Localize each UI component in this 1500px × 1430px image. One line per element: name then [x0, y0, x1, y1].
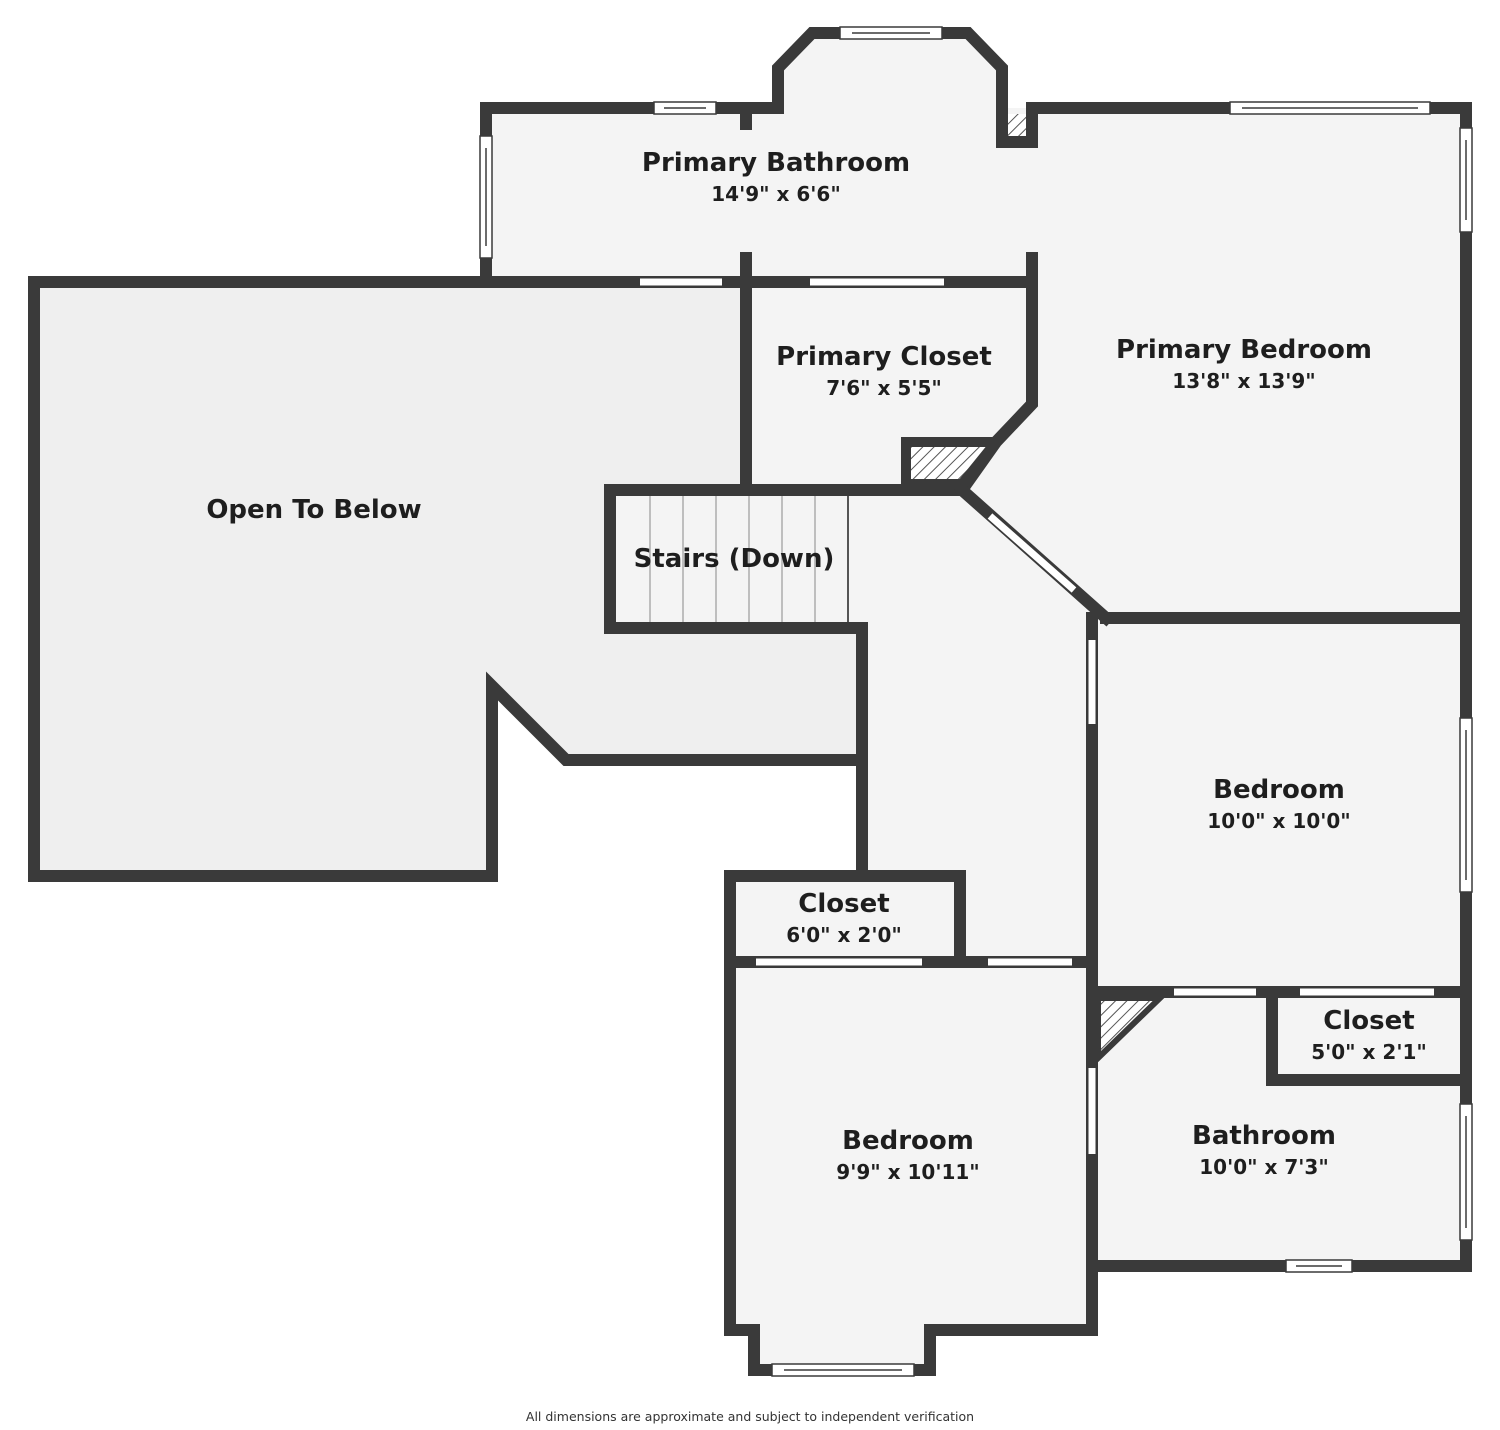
primary-bathroom-dims: 14'9" x 6'6": [711, 182, 841, 206]
bedroom-2-dims: 9'9" x 10'11": [836, 1160, 979, 1184]
primary-bedroom-name: Primary Bedroom: [1116, 335, 1372, 365]
closet-1-name: Closet: [798, 889, 889, 919]
primary-bathroom-name: Primary Bathroom: [642, 148, 910, 178]
closet-2-dims: 5'0" x 2'1": [1311, 1040, 1427, 1064]
open-to-below-name: Open To Below: [206, 495, 421, 525]
closet-1-dims: 6'0" x 2'0": [786, 923, 902, 947]
bathroom-floor: [1092, 992, 1466, 1266]
stairs-name: Stairs (Down): [634, 544, 835, 574]
bedroom-1-dims: 10'0" x 10'0": [1207, 809, 1350, 833]
hallway-floor: [852, 490, 1106, 962]
closet-1-floor: [730, 876, 960, 962]
bathroom-dims: 10'0" x 7'3": [1199, 1155, 1329, 1179]
bedroom-1-floor: [1092, 618, 1466, 992]
floors: [34, 33, 1466, 1370]
bedroom-1-name: Bedroom: [1213, 775, 1345, 805]
windows: [479, 26, 1473, 1377]
bedroom-2-name: Bedroom: [842, 1126, 974, 1156]
primary-bedroom-dims: 13'8" x 13'9": [1172, 369, 1315, 393]
closet-2-name: Closet: [1323, 1006, 1414, 1036]
open-to-below-floor: [34, 282, 862, 876]
bedroom-2-floor: [730, 962, 1092, 1370]
bathroom-name: Bathroom: [1192, 1121, 1336, 1151]
disclaimer-text: All dimensions are approximate and subje…: [526, 1409, 974, 1424]
stair-treads: [649, 496, 849, 622]
door-openings: [640, 278, 1434, 1154]
primary-closet-name: Primary Closet: [776, 342, 992, 372]
primary-closet-dims: 7'6" x 5'5": [826, 376, 942, 400]
hatched-blocks: [901, 114, 1168, 1066]
room-labels: Primary Bathroom 14'9" x 6'6" Primary Cl…: [206, 148, 1426, 1184]
upper-floor: [486, 33, 1466, 618]
